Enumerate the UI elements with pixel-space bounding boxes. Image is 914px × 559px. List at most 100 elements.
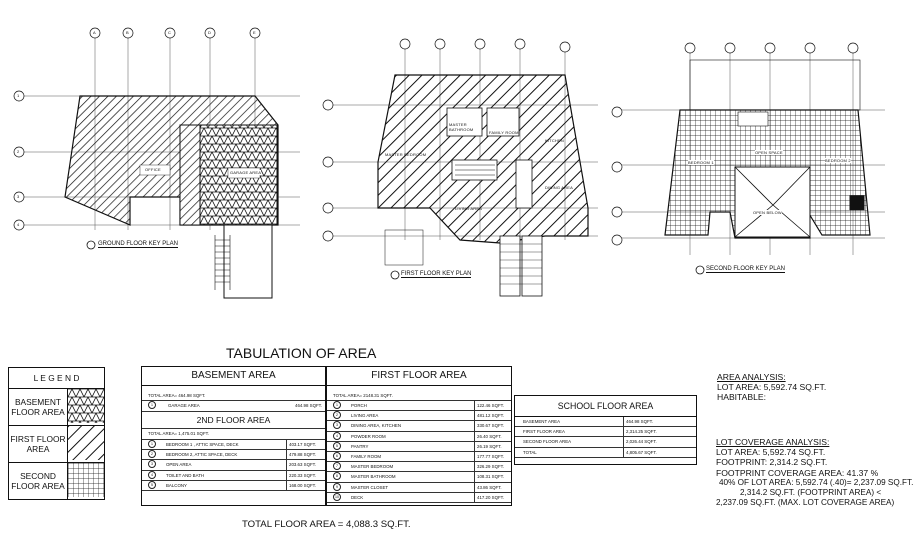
- room-label-bedroom-1: BEDROOM 1: [688, 160, 714, 165]
- grid-letter-e: E: [253, 30, 256, 35]
- second-floor-title: 2ND FLOOR AREA: [142, 412, 325, 429]
- room-label-open-below: OPEN BELOW: [753, 210, 782, 215]
- grid-number-2: 2: [17, 149, 20, 154]
- row-name: BALCONY: [166, 482, 187, 488]
- first-floor-table: FIRST FLOOR AREA TOTAL AREA= 2148.31 SQF…: [326, 366, 512, 506]
- row-name: TOTAL: [523, 449, 537, 455]
- first-floor-caption: FIRST FLOOR KEY PLAN: [401, 271, 472, 278]
- second-floor-rows: 1 BEDROOM 1 , ATTIC SPACE, DECK 403.17 SQF…: [142, 440, 325, 491]
- row-name: POWDER ROOM: [351, 433, 386, 439]
- basement-second-table: BASEMENT AREA TOTAL AREA= 464.98 SQFT. 1…: [141, 366, 326, 506]
- row-name: PORCH: [351, 403, 367, 408]
- area-analysis-heading: AREA ANALYSIS:: [717, 372, 786, 382]
- legend-basement-label: BASEMENT FLOOR AREA: [8, 388, 68, 426]
- basement-total: TOTAL AREA= 464.98 SQFT.: [142, 392, 325, 401]
- row-name: TOILET AND BATH: [166, 472, 205, 478]
- row-value: 177.77 SQFT.: [474, 451, 511, 462]
- row-number-badge: 5: [148, 480, 156, 489]
- area-analysis-habitable: HABITABLE:: [717, 392, 767, 403]
- row-value: 168.00 SQFT.: [286, 480, 325, 490]
- lot-coverage-line-3: FOOTPRINT COVERAGE AREA: 41.37 %: [716, 467, 879, 478]
- lot-coverage-line-6: 2,237.09 SQ.FT. (MAX. LOT COVERAGE AREA): [716, 498, 895, 508]
- total-floor-area: TOTAL FLOOR AREA = 4,088.3 SQ.FT.: [242, 519, 411, 530]
- first-floor-plan: [330, 42, 598, 297]
- table-row: 6 FAMILY ROOM 177.77 SQFT.: [327, 451, 511, 463]
- row-number-badge: 4: [148, 470, 156, 479]
- table-row: 4 TOILET AND BATH 220.33 SQFT.: [142, 470, 325, 481]
- row-value: 26.19 SQFT.: [474, 441, 511, 451]
- legend-second-label: SECOND FLOOR AREA: [8, 462, 68, 500]
- table-row: 5 PANTRY 26.19 SQFT.: [327, 441, 511, 452]
- row-value: 330.67 SQFT.: [474, 421, 511, 431]
- row-name: DECK: [351, 494, 364, 500]
- legend-table: L E G E N D BASEMENT FLOOR AREA FIRST FL…: [8, 367, 105, 500]
- lot-coverage-line-5: 2,314.2 SQ.FT. (FOOTPRINT AREA) <: [740, 488, 882, 498]
- row-value: 4,805.67 SQFT.: [623, 447, 696, 457]
- basement-title: BASEMENT AREA: [142, 367, 325, 386]
- basement-row: 1 GARAGE AREA 464.98 SQFT.: [142, 401, 325, 412]
- row-name: PANTRY: [351, 443, 369, 449]
- row-number-badge: 2: [148, 450, 156, 459]
- ground-floor-plan: [22, 38, 300, 299]
- grid-letter-b: B: [126, 30, 129, 35]
- room-label-dining-area: DINING AREA: [545, 185, 573, 190]
- table-row: 5 BALCONY 168.00 SQFT.: [142, 480, 325, 491]
- lot-coverage-line-1: LOT AREA: 5,592.74 SQ.FT.: [716, 447, 826, 458]
- room-label-office: OFFICE: [145, 167, 161, 172]
- grid-letter-c: C: [168, 30, 172, 35]
- row-number-badge: 9: [333, 482, 341, 491]
- row-name: FAMILY ROOM: [351, 453, 382, 459]
- room-label-master-bedroom: MASTER BEDROOM: [385, 152, 427, 157]
- lot-coverage-line-2: FOOTPRINT: 2,314.2 SQ.FT.: [716, 457, 828, 468]
- table-row: 8 MASTER BATHROOM 108.31 SQFT.: [327, 472, 511, 483]
- row-value: 403.17 SQFT.: [286, 440, 325, 450]
- row-value: 481.12 SQFT.: [474, 411, 511, 421]
- row-value: 464.98 SQFT.: [623, 417, 696, 427]
- row-name: LIVING AREA: [351, 413, 379, 419]
- grid-number-1: 1: [17, 93, 20, 98]
- legend-first-label: FIRST FLOOR AREA: [8, 425, 68, 463]
- row-name: MASTER CLOSET: [351, 484, 389, 490]
- lot-coverage-line-4: 40% OF LOT AREA: 5,592.74 (.40)= 2,237.0…: [719, 477, 914, 487]
- row-value: 26.40 SQFT.: [474, 431, 511, 441]
- grid-bubbles: [13, 27, 859, 246]
- row-number-badge: 10: [333, 492, 341, 501]
- row-number-badge: 8: [333, 472, 341, 481]
- row-number-badge: 3: [148, 460, 156, 469]
- room-label-bedroom-2: BEDROOM 2: [825, 158, 851, 163]
- row-number-badge: 1: [148, 440, 156, 448]
- row-number-badge: 3: [333, 421, 341, 430]
- row-name: DINING AREA, KITCHEN: [351, 423, 402, 429]
- second-floor-caption: SECOND FLOOR KEY PLAN: [706, 266, 785, 273]
- table-row: 3 DINING AREA, KITCHEN 330.67 SQFT.: [327, 421, 511, 432]
- row-number-badge: 7: [333, 462, 341, 471]
- room-label-family-room: FAMILY ROOM: [489, 130, 519, 135]
- row-name: MASTER BATHROOM: [351, 474, 396, 480]
- key-plans-drawing: [13, 27, 885, 299]
- row-number-badge: 6: [333, 451, 341, 460]
- row-value: 108.31 SQFT.: [474, 472, 511, 482]
- area-analysis-lot-area: LOT AREA: 5,592.74 SQ.FT.: [717, 382, 827, 393]
- legend-first-swatch: [67, 425, 105, 463]
- legend-title: L E G E N D: [8, 367, 105, 389]
- row-value: 122.46 SQFT.: [474, 401, 511, 411]
- row-value: 220.33 SQFT.: [286, 470, 325, 480]
- legend-basement-swatch: [67, 388, 105, 426]
- room-label-kitchen: KITCHEN: [545, 138, 564, 143]
- first-floor-title: FIRST FLOOR AREA: [327, 367, 511, 386]
- row-number-badge: 5: [333, 441, 341, 450]
- grid-number-4: 4: [17, 222, 20, 227]
- row-name: BEDROOM 1 , ATTIC SPACE, DECK: [166, 442, 239, 447]
